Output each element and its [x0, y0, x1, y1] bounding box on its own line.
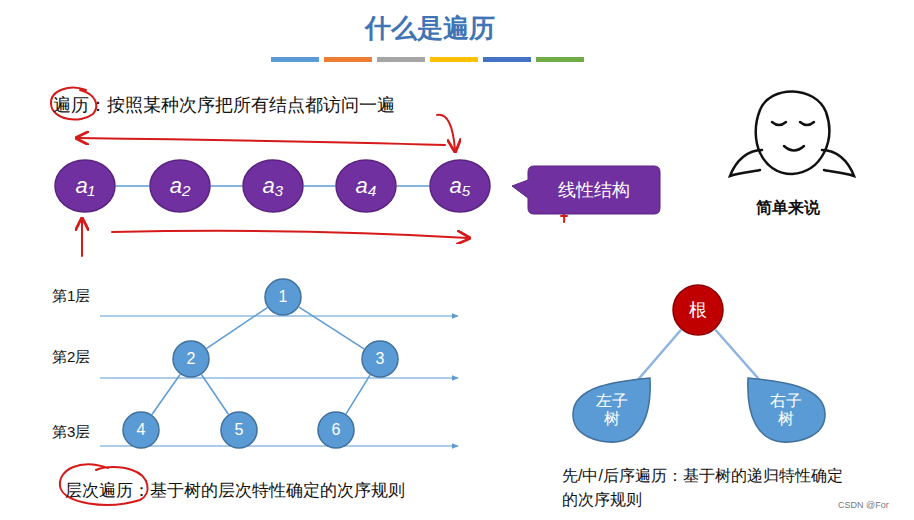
- tree-node: 6: [317, 411, 355, 449]
- layer-label: 第2层: [52, 348, 90, 367]
- node-text: a₄: [355, 173, 376, 198]
- connector: [152, 375, 180, 415]
- node-text: a₂: [170, 173, 191, 198]
- node-text: a₃: [263, 173, 284, 198]
- node-text: 根: [689, 300, 707, 321]
- connector: [116, 185, 149, 187]
- connector: [304, 185, 335, 187]
- tree-node: 2: [172, 340, 210, 378]
- node-text: 5: [235, 421, 244, 439]
- layer-label: 第3层: [52, 423, 90, 442]
- watermark: CSDN @For: [838, 500, 889, 511]
- red-annotation: [51, 88, 567, 505]
- connector: [202, 375, 229, 415]
- node-text: 线性结构: [558, 180, 630, 201]
- node-text: a₅: [449, 173, 470, 198]
- list-node: a₁: [54, 159, 116, 213]
- list-node: a₃: [242, 159, 304, 213]
- callout-box: 线性结构: [528, 166, 660, 214]
- tree-node: 3: [361, 340, 399, 378]
- connector: [636, 330, 681, 382]
- connector: [397, 185, 429, 187]
- subtree-shape: 左子树: [570, 375, 654, 445]
- layer-label: 第1层: [52, 287, 90, 306]
- node-text: 3: [376, 350, 385, 368]
- connector: [715, 330, 761, 382]
- cartoon-face: [730, 91, 854, 176]
- list-node: a₄: [335, 159, 397, 213]
- connector: [299, 307, 364, 349]
- root-node: 根: [672, 284, 724, 336]
- note-text: 简单来说: [756, 198, 820, 218]
- node-text: 4: [137, 421, 146, 439]
- note-text: 遍历：按照某种次序把所有结点都访问一遍: [53, 94, 395, 117]
- connector: [211, 185, 242, 187]
- note-text: 层次遍历：基于树的层次特性确定的次序规则: [65, 480, 405, 501]
- tree-node: 1: [264, 278, 302, 316]
- list-node: a₂: [149, 159, 211, 213]
- tree-node: 4: [122, 411, 160, 449]
- node-text: 右子树: [770, 392, 803, 429]
- list-node: a₅: [429, 159, 491, 213]
- tree-node: 5: [220, 411, 258, 449]
- node-text: 左子树: [596, 392, 629, 429]
- node-text: a₁: [75, 173, 94, 198]
- connector: [207, 308, 267, 349]
- subtree-shape: 右子树: [744, 375, 828, 445]
- node-text: 1: [279, 288, 288, 306]
- node-text: 6: [332, 421, 341, 439]
- title: 什么是遍历: [0, 12, 860, 45]
- connector: [346, 375, 370, 414]
- note-text: 先/中/后序遍历：基于树的递归特性确定的次序规则: [562, 464, 847, 512]
- color-bars: [271, 57, 584, 62]
- node-text: 2: [187, 350, 196, 368]
